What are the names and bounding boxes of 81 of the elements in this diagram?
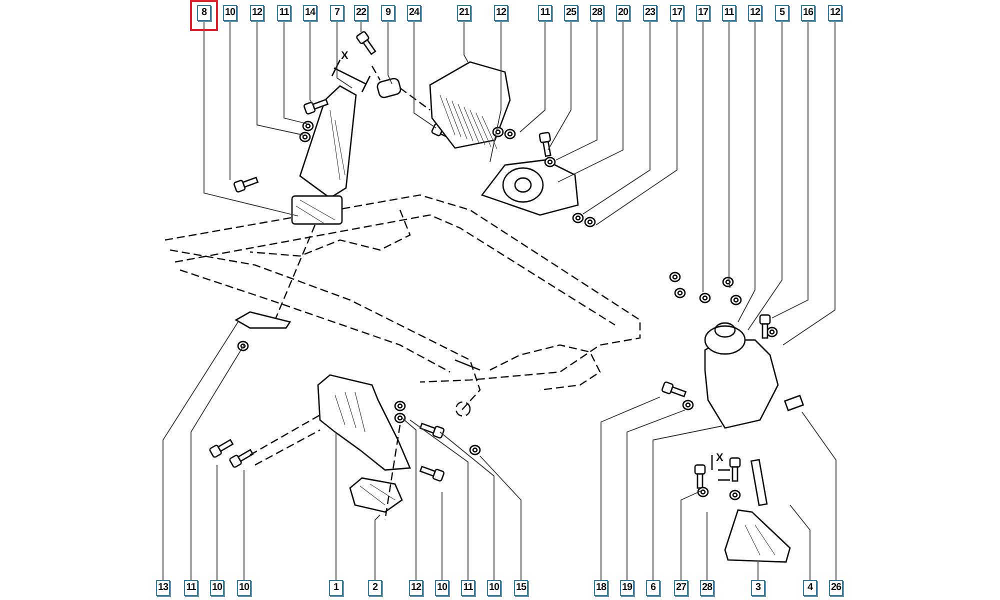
leader-line bbox=[600, 396, 660, 580]
leader-line bbox=[190, 344, 244, 580]
callout-number: 7 bbox=[330, 5, 344, 21]
callout-number: 13 bbox=[156, 580, 170, 596]
callout-number: 10 bbox=[210, 580, 224, 596]
leader-line bbox=[256, 20, 304, 136]
callout-number: 24 bbox=[407, 5, 421, 21]
leader-line bbox=[596, 20, 678, 226]
leader-line bbox=[802, 412, 836, 580]
leader-line bbox=[520, 20, 546, 132]
leader-line bbox=[790, 504, 810, 580]
leader-line bbox=[440, 432, 494, 580]
callout-number: 19 bbox=[620, 580, 634, 596]
leader-line bbox=[582, 20, 650, 214]
callout-number: 10 bbox=[223, 5, 237, 21]
callout-number: 18 bbox=[594, 580, 608, 596]
leader-line bbox=[360, 20, 362, 32]
callout-number: 11 bbox=[538, 5, 552, 21]
callout-number: 1 bbox=[329, 580, 343, 596]
leader-line bbox=[782, 20, 836, 346]
callout-number: 12 bbox=[494, 5, 508, 21]
callout-number: 8 bbox=[197, 5, 211, 21]
callout-number: 10 bbox=[487, 580, 501, 596]
callout-number: 3 bbox=[751, 580, 765, 596]
leader-line bbox=[748, 20, 782, 330]
leader-line bbox=[490, 20, 502, 162]
leader-line bbox=[216, 464, 218, 580]
dimension-label: X bbox=[716, 452, 724, 464]
callout-number: 28 bbox=[700, 580, 714, 596]
callout-number: 16 bbox=[801, 5, 815, 21]
callout-number: 21 bbox=[457, 5, 471, 21]
leader-line bbox=[204, 20, 298, 216]
leader-line bbox=[706, 512, 708, 580]
leader-line bbox=[388, 20, 392, 84]
callout-number: 10 bbox=[435, 580, 449, 596]
callout-number: 28 bbox=[590, 5, 604, 21]
callout-number: 12 bbox=[748, 5, 762, 21]
leader-line bbox=[738, 20, 756, 322]
dimension-label: X bbox=[341, 50, 348, 62]
callout-number: 20 bbox=[616, 5, 630, 21]
callout-number: 23 bbox=[643, 5, 657, 21]
leader-line bbox=[310, 20, 314, 106]
callout-number: 12 bbox=[409, 580, 423, 596]
callout-number: 27 bbox=[674, 580, 688, 596]
callout-number: 12 bbox=[250, 5, 264, 21]
callout-number: 26 bbox=[829, 580, 843, 596]
callout-number: 11 bbox=[461, 580, 475, 596]
leader-line bbox=[772, 20, 808, 318]
callout-number: 11 bbox=[722, 5, 736, 21]
callout-number: 22 bbox=[354, 5, 368, 21]
callout-number: 2 bbox=[368, 580, 382, 596]
leader-line bbox=[556, 20, 598, 160]
leader-line bbox=[414, 20, 436, 128]
leader-line bbox=[728, 20, 730, 288]
leader-line bbox=[410, 420, 468, 580]
callout-number: 5 bbox=[775, 5, 789, 21]
leader-line bbox=[464, 20, 468, 62]
callout-number: 17 bbox=[696, 5, 710, 21]
leader-line bbox=[336, 20, 352, 88]
leader-line bbox=[284, 20, 308, 124]
leader-line bbox=[480, 456, 522, 580]
callout-number: 12 bbox=[828, 5, 842, 21]
leader-line bbox=[702, 20, 704, 292]
callout-number: 15 bbox=[514, 580, 528, 596]
leader-line bbox=[162, 322, 238, 580]
leader-line bbox=[680, 490, 704, 580]
callout-number: 25 bbox=[564, 5, 578, 21]
leader-line bbox=[652, 426, 722, 580]
leader-line bbox=[402, 418, 416, 580]
callout-number: 11 bbox=[277, 5, 291, 21]
callout-number: 17 bbox=[670, 5, 684, 21]
callout-number: 9 bbox=[381, 5, 395, 21]
callout-number: 4 bbox=[803, 580, 817, 596]
leader-line bbox=[558, 20, 624, 182]
leader-line bbox=[374, 514, 380, 580]
leader-line bbox=[626, 410, 686, 580]
callout-number: 10 bbox=[237, 580, 251, 596]
callout-number: 14 bbox=[303, 5, 317, 21]
callout-number: 11 bbox=[184, 580, 198, 596]
callout-number: 6 bbox=[646, 580, 660, 596]
leader-line bbox=[548, 20, 572, 150]
